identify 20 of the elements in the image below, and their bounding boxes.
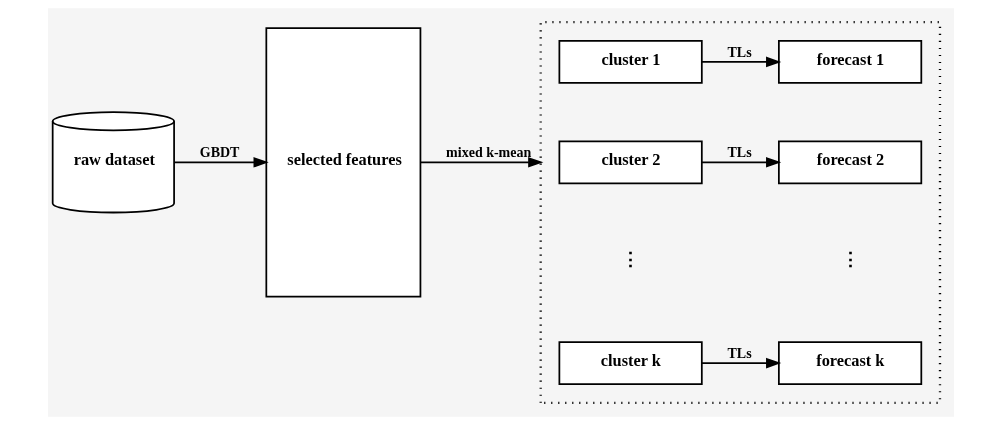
edge-label: TLs: [727, 345, 752, 361]
arrow: [701, 156, 782, 168]
label: ⋮: [621, 248, 641, 270]
node-box: cluster 2: [558, 140, 703, 185]
node-box: selected features: [265, 27, 422, 298]
node-box: cluster 1: [558, 40, 703, 84]
node-box: forecast 1: [778, 40, 923, 84]
edge-label: mixed k-mean: [446, 145, 532, 161]
edge-label: TLs: [727, 44, 752, 60]
node-box: cluster k: [558, 341, 703, 385]
node-box: forecast k: [778, 341, 923, 385]
arrow: [701, 357, 782, 369]
label: ⋮: [840, 248, 860, 270]
node-box: forecast 2: [778, 140, 923, 185]
cluster: [539, 21, 942, 404]
edge-label: TLs: [727, 145, 752, 161]
edge-label: GBDT: [199, 145, 240, 161]
arrow: [173, 156, 269, 168]
arrow: [701, 56, 782, 68]
arrow: [419, 156, 544, 168]
